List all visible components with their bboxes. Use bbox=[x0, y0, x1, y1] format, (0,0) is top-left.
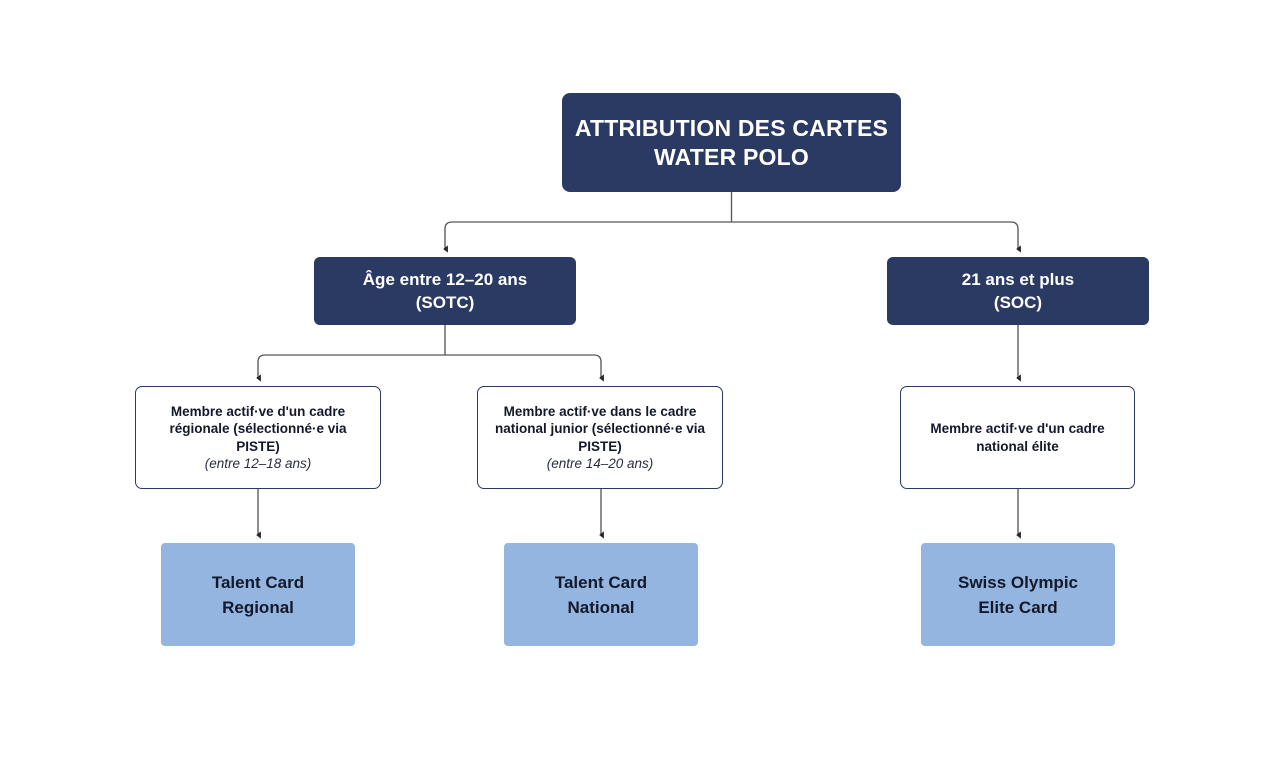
category-soc-line-2: (SOC) bbox=[993, 293, 1043, 312]
node-criteria-elite[interactable]: Membre actif·ve d'un cadre national élit… bbox=[900, 386, 1135, 489]
edge-root-to-sotc bbox=[443, 221, 732, 253]
node-criteria-regional-content: Membre actif·ve d'un cadre régionale (sé… bbox=[136, 403, 380, 473]
node-criteria-regional[interactable]: Membre actif·ve d'un cadre régionale (sé… bbox=[135, 386, 381, 489]
node-category-soc-content: 21 ans et plus (SOC) bbox=[887, 268, 1149, 314]
node-card-talent-card-national-content: Talent Card National bbox=[504, 570, 698, 620]
node-card-talent-card-regional[interactable]: Talent Card Regional bbox=[161, 543, 355, 646]
criteria-regional-age-range: (entre 12–18 ans) bbox=[204, 456, 312, 471]
node-category-soc[interactable]: 21 ans et plus (SOC) bbox=[887, 257, 1149, 325]
criteria-junior-main-text: Membre actif·ve dans le cadre national j… bbox=[494, 403, 706, 454]
category-sotc-line-1: Âge entre 12–20 ans bbox=[362, 270, 528, 289]
card-elite-line-1: Swiss Olympic bbox=[958, 572, 1078, 592]
criteria-elite-main-text: Membre actif·ve d'un cadre national élit… bbox=[930, 421, 1105, 454]
node-criteria-junior[interactable]: Membre actif·ve dans le cadre national j… bbox=[477, 386, 723, 489]
edge-root-to-soc bbox=[731, 221, 1021, 253]
node-card-talent-card-regional-content: Talent Card Regional bbox=[161, 570, 355, 620]
card-national-line-2: National bbox=[567, 597, 635, 617]
root-title-line-2: WATER POLO bbox=[654, 143, 809, 170]
node-root-title-content: ATTRIBUTION DES CARTES WATER POLO bbox=[562, 114, 901, 172]
card-regional-line-2: Regional bbox=[222, 597, 294, 617]
criteria-junior-age-range: (entre 14–20 ans) bbox=[546, 456, 654, 471]
edge-sotc-to-regional bbox=[256, 354, 445, 382]
node-criteria-junior-content: Membre actif·ve dans le cadre national j… bbox=[478, 403, 722, 473]
node-root-title[interactable]: ATTRIBUTION DES CARTES WATER POLO bbox=[562, 93, 901, 192]
node-category-sotc-content: Âge entre 12–20 ans (SOTC) bbox=[314, 268, 576, 314]
category-sotc-line-2: (SOTC) bbox=[415, 293, 475, 312]
node-criteria-elite-content: Membre actif·ve d'un cadre national élit… bbox=[901, 420, 1134, 455]
node-category-sotc[interactable]: Âge entre 12–20 ans (SOTC) bbox=[314, 257, 576, 325]
card-elite-line-2: Elite Card bbox=[978, 597, 1058, 617]
card-national-line-1: Talent Card bbox=[554, 572, 648, 592]
node-card-swiss-olympic-elite-card-content: Swiss Olympic Elite Card bbox=[921, 570, 1115, 620]
node-card-swiss-olympic-elite-card[interactable]: Swiss Olympic Elite Card bbox=[921, 543, 1115, 646]
criteria-regional-main-text: Membre actif·ve d'un cadre régionale (sé… bbox=[169, 403, 347, 454]
root-title-line-1: ATTRIBUTION DES CARTES bbox=[574, 114, 889, 141]
edge-sotc-to-junior bbox=[445, 354, 604, 382]
card-regional-line-1: Talent Card bbox=[211, 572, 305, 592]
category-soc-line-1: 21 ans et plus bbox=[961, 270, 1075, 289]
node-card-talent-card-national[interactable]: Talent Card National bbox=[504, 543, 698, 646]
